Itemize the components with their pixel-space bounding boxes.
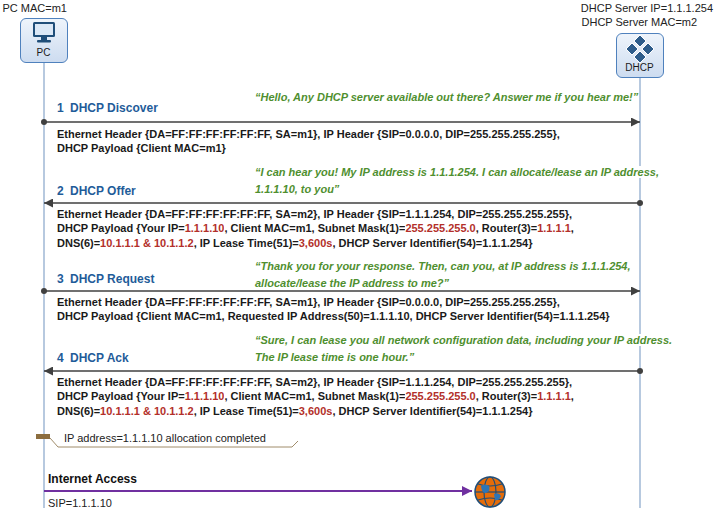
message-name: DHCP Ack [70,351,129,366]
packet-field: 1.1.1.10 [185,222,225,234]
packet-field: DHCP Payload {Your IP= [57,222,185,234]
lifeline [43,62,45,508]
actor-name: PC [37,46,51,59]
packet-field-row: DNS(6)=10.1.1.1 & 10.1.1.2, IP Lease Tim… [57,404,532,418]
message-group [44,368,643,374]
message-quote: “I can hear you! My IP address is 1.1.1.… [255,166,659,195]
packet-field: , [571,222,574,234]
internet-globe [475,477,505,507]
packet-field-row: Ethernet Header {DA=FF:FF:FF:FF:FF:FF, S… [57,207,572,221]
message-number: 4 [57,351,64,365]
note-tab [36,434,50,439]
message-number: 2 [57,184,64,198]
packet-field: Ethernet Header {DA=FF:FF:FF:FF:FF:FF, S… [57,208,572,220]
actor-box: PC MAC=m1PC [20,18,68,63]
packet-field: 10.1.1.1 & 10.1.1.2 [100,405,194,417]
message-number-row: 3 [57,272,64,287]
message-quote: “Thank you for your response. Then, can … [255,260,631,289]
message-quote-row: “Hello, Any DHCP server available out th… [255,89,695,106]
packet-field: 1.1.1.1 [537,222,571,234]
packet-field: , Client MAC=m1, Subnet Mask(1)= [224,222,405,234]
flow-label: Internet Access [48,472,137,486]
packet-field-row: DHCP Payload {Client MAC=m1} [57,141,226,155]
message-arrow [44,370,640,372]
message-quote: “Sure, I can lease you all network confi… [255,334,672,363]
packet-field: Ethernet Header {DA=FF:FF:FF:FF:FF:FF, S… [57,296,560,308]
message-group [41,119,640,125]
message-origin-dot [41,288,47,294]
message-name: DHCP Discover [70,101,158,116]
packet-field: 3,600s [299,237,333,249]
actor-heading: PC MAC=m1 [3,2,68,15]
message-arrow [44,202,640,204]
packet-field-row: Ethernet Header {DA=FF:FF:FF:FF:FF:FF, S… [57,295,560,309]
packet-field: 1.1.1.10 [185,390,225,402]
message-quote-row: “I can hear you! My IP address is 1.1.1.… [255,164,690,198]
packet-field: , Client MAC=m1, Subnet Mask(1)= [224,390,405,402]
address-text: SIP=1.1.1.10 [48,497,112,509]
actor-heading: DHCP Server IP=1.1.1.254 [581,2,713,15]
packet-field: DHCP Payload {Your IP= [57,390,185,402]
packet-field-row: DHCP Payload {Client MAC=m1, Requested I… [57,309,610,323]
message-name: DHCP Offer [70,184,136,199]
internet-flow [44,490,472,492]
packet-field: , Router(3)= [476,390,537,402]
packet-field: 10.1.1.1 & 10.1.1.2 [100,237,194,249]
actor-box: DHCP Server IP=1.1.1.254DHCP Server MAC=… [616,33,664,78]
lifeline [639,77,641,508]
packet-field: , DHCP Server Identifier(54)=1.1.1.254} [332,237,532,249]
message-quote: “Hello, Any DHCP server available out th… [255,91,638,103]
message-origin-dot [637,368,643,374]
actor-heading: DHCP Server MAC=m2 [582,16,698,29]
message-arrow [44,121,640,123]
packet-field: DHCP Payload {Client MAC=m1, Requested I… [57,310,610,322]
packet-field: , IP Lease Time(51)= [194,405,299,417]
packet-field-row: DNS(6)=10.1.1.1 & 10.1.1.2, IP Lease Tim… [57,236,532,250]
message-origin-dot [41,119,47,125]
actor-name: DHCP [625,61,653,74]
packet-field: Ethernet Header {DA=FF:FF:FF:FF:FF:FF, S… [57,376,572,388]
packet-field: 3,600s [299,405,333,417]
message-group [44,200,643,206]
message-number: 1 [57,101,64,115]
packet-field: , Router(3)= [476,222,537,234]
message-number: 3 [57,272,64,286]
packet-field: DHCP Payload {Client MAC=m1} [57,142,226,154]
message-name: DHCP Request [70,272,154,287]
packet-field-row: Ethernet Header {DA=FF:FF:FF:FF:FF:FF, S… [57,375,572,389]
message-origin-dot [637,200,643,206]
note-text-row: IP address=1.1.1.10 allocation completed [64,431,266,445]
packet-field: DNS(6)= [57,405,100,417]
packet-field: 255.255.255.0 [405,222,475,234]
message-arrow [44,290,640,292]
packet-field: 255.255.255.0 [405,390,475,402]
address-text-row: SIP=1.1.1.10 [48,496,112,510]
packet-field: , [571,390,574,402]
packet-field: , DHCP Server Identifier(54)=1.1.1.254} [332,405,532,417]
packet-field: 1.1.1.1 [537,390,571,402]
packet-field-row: DHCP Payload {Your IP=1.1.1.10, Client M… [57,221,574,235]
note-text: IP address=1.1.1.10 allocation completed [64,432,266,444]
packet-field-row: DHCP Payload {Your IP=1.1.1.10, Client M… [57,389,574,403]
packet-field: , IP Lease Time(51)= [194,237,299,249]
message-number-row: 2 [57,184,64,199]
packet-field: DNS(6)= [57,237,100,249]
flow-label-row: Internet Access [48,472,137,487]
message-number-row: 4 [57,351,64,366]
message-number-row: 1 [57,101,64,116]
packet-field: Ethernet Header {DA=FF:FF:FF:FF:FF:FF, S… [57,128,560,140]
packet-field-row: Ethernet Header {DA=FF:FF:FF:FF:FF:FF, S… [57,127,560,141]
message-quote-row: “Sure, I can lease you all network confi… [255,332,685,366]
message-quote-row: “Thank you for your response. Then, can … [255,258,695,292]
